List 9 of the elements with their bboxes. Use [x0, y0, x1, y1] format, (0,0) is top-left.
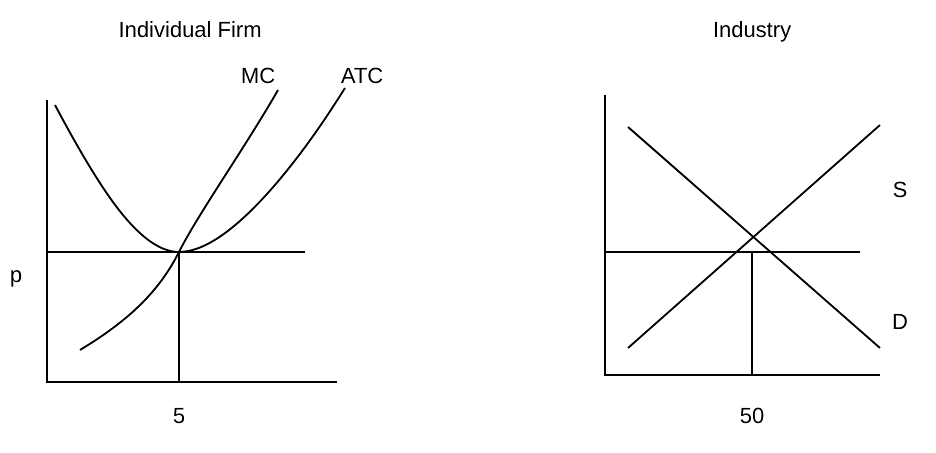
curve-label: D — [892, 311, 908, 333]
axis-label: 50 — [740, 405, 764, 427]
curve-label: ATC — [340, 65, 384, 87]
axis-label: 5 — [172, 405, 186, 427]
axis-label: p — [10, 264, 22, 286]
curve-label: MC — [240, 65, 276, 87]
curve-label: S — [892, 179, 908, 201]
panel-title: Individual Firm — [118, 19, 262, 41]
panel-title: Industry — [712, 19, 792, 41]
